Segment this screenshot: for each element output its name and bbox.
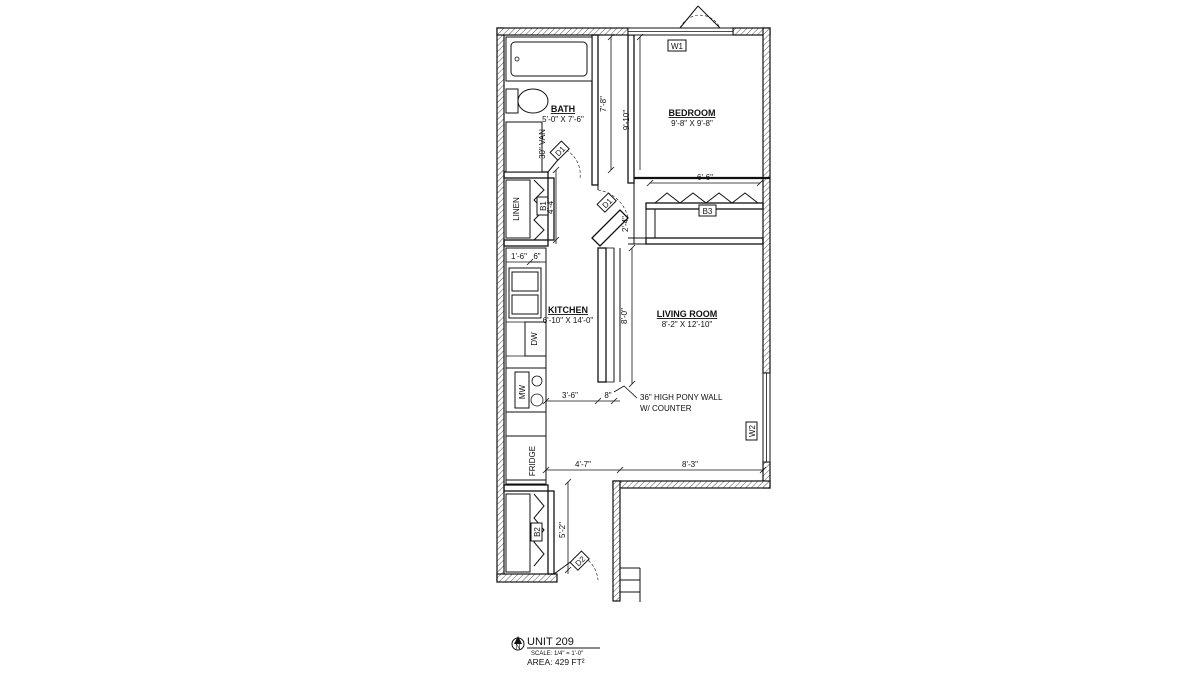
tag-b2: B2	[530, 522, 543, 542]
linen-kitchen-wall	[503, 239, 549, 247]
pony-wall-note-line1: 36" HIGH PONY WALL	[640, 393, 723, 402]
svg-text:N: N	[515, 644, 520, 651]
bedroom-size: 9'-8" X 9'-8"	[671, 119, 713, 128]
stairs	[620, 567, 641, 602]
pony-wall-counter	[605, 247, 615, 383]
closet-b2-wall	[547, 490, 555, 575]
bath-east-wall	[591, 34, 599, 186]
tag-b3: B3	[698, 204, 717, 217]
living-room-size: 8'-2" X 12'-10"	[662, 320, 713, 329]
bath-linen-wall	[503, 171, 549, 179]
tag-d1-hall: D1	[596, 192, 617, 213]
dim-sink-right: 6"	[533, 252, 540, 261]
svg-text:W1: W1	[671, 42, 684, 51]
entry-door	[679, 5, 721, 29]
window-w2	[762, 372, 771, 463]
area-text: AREA: 429 FT²	[527, 657, 585, 667]
windows	[627, 27, 771, 463]
dim-bedroom-height: 9'-10"	[622, 110, 631, 131]
hall-corner-wall	[591, 209, 629, 247]
dimension-text: 7'-8" 9'-10" 6'-6" 2'-4" 4'-4" 1'-6" 6" …	[511, 96, 713, 538]
dim-bath-height: 7'-8"	[599, 96, 608, 112]
dim-kitchen-bottom: 4'-7"	[575, 460, 591, 469]
range	[505, 367, 547, 413]
annotations: 36" HIGH PONY WALL W/ COUNTER	[640, 393, 723, 413]
tag-w1: W1	[667, 39, 687, 52]
svg-text:B2: B2	[533, 527, 542, 537]
svg-text:B3: B3	[703, 207, 713, 216]
bifold-b2	[533, 493, 545, 567]
corridor-wall-horizontal	[612, 480, 771, 489]
east-wall-upper	[762, 27, 771, 374]
tag-d2: D2	[569, 550, 590, 571]
corridor-wall-vertical	[612, 480, 621, 602]
tag-boxes: W1 W2 D1 D1 D2 B1 B2 B3	[530, 39, 758, 571]
svg-text:B1: B1	[539, 201, 548, 211]
kitchen-label: KITCHEN	[548, 305, 588, 315]
dim-closet-b2-height: 5'-2"	[558, 522, 567, 538]
south-exterior-wall	[496, 573, 558, 583]
bedroom-label: BEDROOM	[669, 108, 716, 118]
living-room-label: LIVING ROOM	[657, 309, 718, 319]
dimension-lines	[506, 33, 767, 574]
scale-text: SCALE: 1/4" = 1'-0"	[531, 651, 583, 657]
svg-text:W2: W2	[748, 424, 757, 437]
bath-label: BATH	[551, 104, 575, 114]
pony-wall	[597, 247, 607, 383]
toilet	[505, 88, 549, 114]
microwave-label: MW	[518, 384, 527, 399]
north-arrow-icon: N	[511, 636, 525, 651]
dim-pony-length: 8'-0"	[620, 308, 629, 324]
tag-w2: W2	[745, 421, 758, 441]
kitchen-sink	[508, 267, 542, 319]
kitchen-size: 6'-10" X 14'-0"	[543, 316, 594, 325]
room-labels: BATH 5'-0" X 7'-6" BEDROOM 9'-8" X 9'-8"…	[542, 104, 717, 329]
dim-kitchen-aisle: 3'-6"	[562, 391, 578, 400]
dim-sink-left: 1'-6"	[511, 252, 527, 261]
fixtures	[505, 36, 641, 602]
exterior-walls	[496, 27, 771, 602]
dim-closet-width: 6'-6"	[697, 173, 713, 182]
bathtub	[505, 36, 593, 82]
interior-walls	[503, 34, 770, 575]
window-w1	[627, 27, 734, 36]
bath-size: 5'-0" X 7'-6"	[542, 115, 584, 124]
fridge-label: FRIDGE	[528, 446, 537, 476]
title-block: N UNIT 209 SCALE: 1/4" = 1'-0" AREA: 429…	[511, 636, 600, 667]
dim-linen-height: 4'-4"	[546, 198, 555, 214]
north-wall-left	[496, 27, 629, 36]
west-exterior-wall	[496, 27, 505, 582]
tag-d1-bath: D1	[549, 140, 570, 161]
linen-shelf	[505, 179, 531, 239]
dim-living-bottom: 8'-3"	[682, 460, 698, 469]
vanity-label: 30" VAN	[538, 129, 547, 159]
tag-b1: B1	[536, 196, 549, 216]
kitchen-closet-wall	[503, 484, 549, 492]
fixture-labels: LINEN 30" VAN DW MW FRIDGE	[512, 129, 547, 476]
pony-wall-note-line2: W/ COUNTER	[640, 404, 692, 413]
bifold-b3	[654, 192, 759, 204]
dishwasher-label: DW	[530, 332, 539, 346]
linen-label: LINEN	[512, 197, 521, 221]
closet-b3-back-wall	[645, 237, 764, 245]
bedroom-west-wall	[627, 34, 635, 184]
vanity	[505, 121, 543, 173]
closet-b2-shelf	[505, 493, 531, 573]
fridge	[505, 435, 547, 481]
dim-pony-thickness: 8"	[604, 391, 611, 400]
dim-hall-gap: 2'-4"	[621, 216, 630, 232]
unit-title: UNIT 209	[527, 636, 574, 648]
hall-door	[597, 185, 629, 219]
